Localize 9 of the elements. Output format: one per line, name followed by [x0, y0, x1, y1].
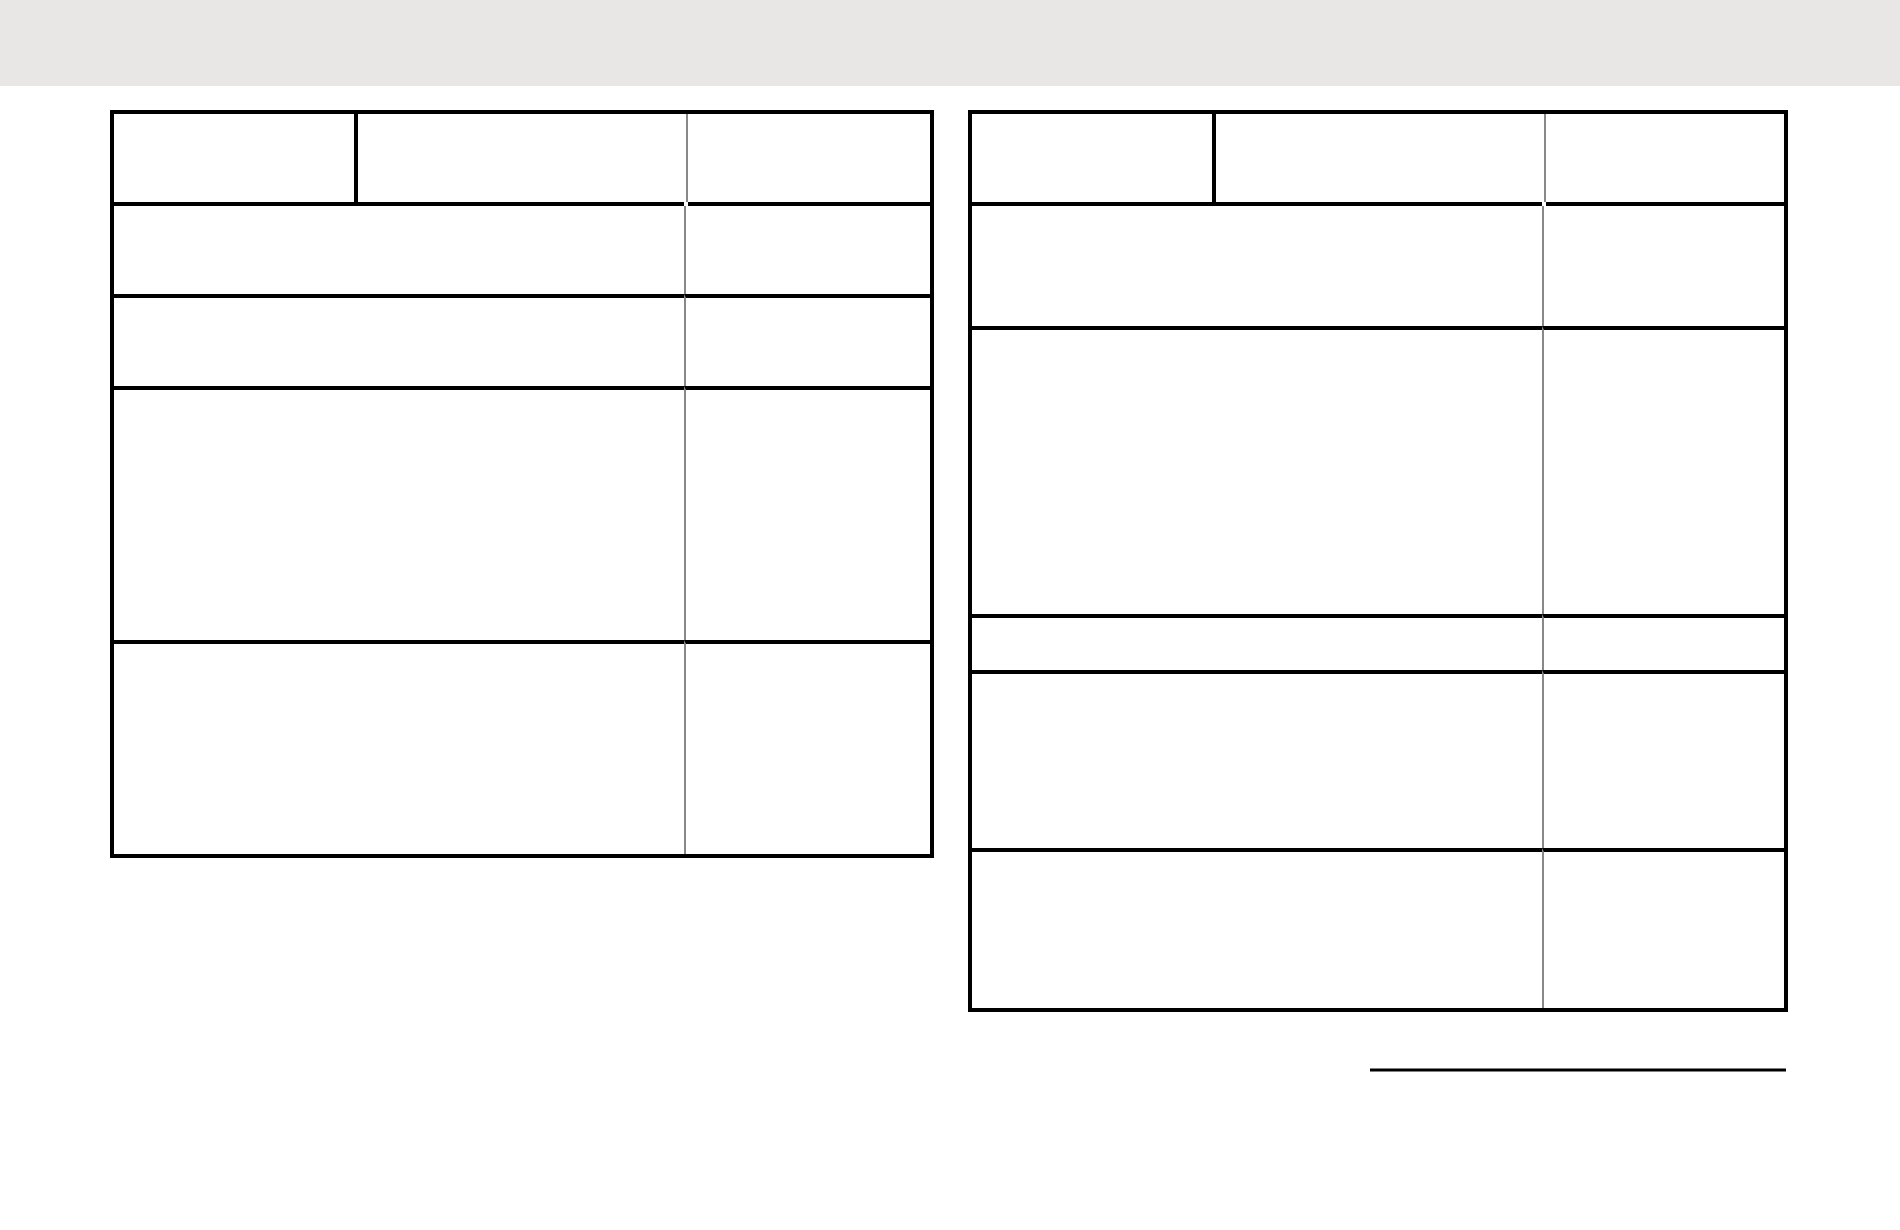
table-frame — [968, 110, 1788, 1012]
table-cell — [1542, 326, 1784, 614]
table-cell — [684, 386, 930, 640]
table-cell — [684, 294, 930, 386]
table-cell — [1542, 848, 1784, 1008]
table-frame — [110, 110, 934, 858]
table-cell — [1542, 670, 1784, 848]
table-cell — [1542, 614, 1784, 670]
table-cell — [684, 640, 930, 854]
